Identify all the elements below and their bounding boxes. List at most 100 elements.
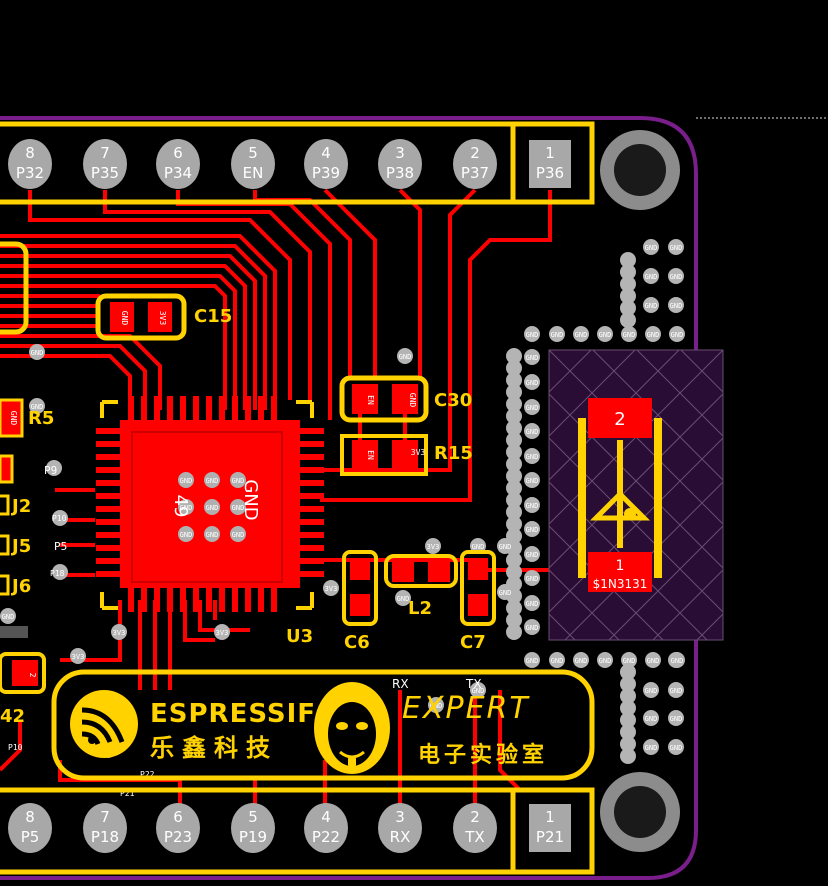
via	[506, 360, 522, 376]
svg-text:GND: GND	[551, 657, 564, 665]
svg-text:3V3: 3V3	[427, 543, 440, 551]
net-p18: P18	[50, 569, 65, 578]
svg-text:GND: GND	[526, 551, 539, 559]
via	[506, 432, 522, 448]
via: GND	[524, 374, 540, 390]
einstein-portrait-icon	[314, 682, 390, 774]
svg-text:GND: GND	[526, 502, 539, 510]
chip-pad-number: 49	[170, 495, 191, 518]
svg-text:GND: GND	[575, 657, 588, 665]
c30-pad-gnd: GND	[408, 393, 417, 408]
via: GND	[597, 652, 613, 668]
via	[620, 700, 636, 716]
svg-text:GND: GND	[575, 331, 588, 339]
chip-thermal-via: GND	[230, 472, 246, 488]
via	[620, 664, 636, 680]
svg-text:GND: GND	[206, 477, 219, 485]
capacitor-c7: C7	[460, 550, 496, 653]
net-p5: P5	[54, 540, 67, 553]
mounting-hole-bottom	[600, 772, 680, 852]
svg-text:GND: GND	[526, 657, 539, 665]
designator-j2: J2	[10, 496, 31, 517]
logo-tx-label: TX	[465, 677, 482, 691]
espressif-logo-icon	[70, 690, 138, 758]
via: 3V3	[214, 624, 230, 640]
via: GND	[524, 497, 540, 513]
via	[620, 736, 636, 752]
svg-text:GND: GND	[206, 504, 219, 512]
via: GND	[524, 652, 540, 668]
designator-c15: C15	[194, 306, 232, 327]
capacitor-c6: C6	[342, 550, 378, 653]
via: GND	[428, 697, 444, 713]
designator-j6: J6	[10, 576, 31, 597]
via	[620, 312, 636, 328]
net-p9: P9	[44, 464, 57, 477]
svg-text:GND: GND	[670, 744, 683, 752]
bottom-pin-name: P21	[536, 828, 564, 846]
via: GND	[643, 268, 659, 284]
via	[506, 480, 522, 496]
top-pin-number: 4	[321, 144, 331, 162]
via-field: GND GND GND GND GND GND GND GND GND GND GND GND GND G…	[0, 239, 685, 764]
via: GND	[621, 652, 637, 668]
bottom-pin-number: 2	[470, 808, 480, 826]
top-pin-name: P35	[91, 164, 119, 182]
via: 3V3	[425, 538, 441, 554]
svg-text:GND: GND	[31, 403, 44, 411]
designator-42: 42	[0, 706, 25, 727]
via: GND	[668, 682, 684, 698]
logo-block: ESPRESSIF 乐鑫科技 EXPERT 电子实验室 RX TX	[51, 669, 595, 781]
svg-text:GND: GND	[526, 331, 539, 339]
capacitor-c15: GND 3V3 C15	[95, 293, 232, 341]
svg-text:GND: GND	[526, 404, 539, 412]
via	[506, 552, 522, 568]
svg-text:GND: GND	[206, 531, 219, 539]
svg-text:3V3: 3V3	[72, 653, 85, 661]
bottom-pin-number: 1	[545, 808, 555, 826]
bottom-pin-name: TX	[464, 828, 484, 846]
via	[620, 264, 636, 280]
capacitor-c30: EN GND C30	[339, 375, 472, 423]
bottom-pin-name: RX	[390, 828, 411, 846]
logo-brand-cn: 乐鑫科技	[150, 734, 278, 762]
chip-thermal-via: GND	[230, 499, 246, 515]
svg-text:GND: GND	[180, 477, 193, 485]
bottom-pin-number: 4	[321, 808, 331, 826]
top-pin-number: 8	[25, 144, 35, 162]
via: GND	[669, 652, 685, 668]
svg-text:GND: GND	[645, 273, 658, 281]
net-p21: P21	[120, 789, 135, 798]
svg-text:GND: GND	[670, 244, 683, 252]
via	[620, 276, 636, 292]
svg-text:GND: GND	[526, 428, 539, 436]
svg-text:GND: GND	[599, 331, 612, 339]
logo-brand: ESPRESSIF	[150, 699, 316, 729]
via	[620, 688, 636, 704]
via	[506, 624, 522, 640]
via: GND	[643, 710, 659, 726]
svg-text:GND: GND	[599, 657, 612, 665]
diode-pin2-label: 2	[614, 409, 625, 430]
designator-r15: R15	[434, 443, 473, 464]
via	[620, 724, 636, 740]
via: GND	[395, 590, 411, 606]
svg-text:GND: GND	[399, 353, 412, 361]
via: GND	[524, 326, 540, 342]
via	[506, 348, 522, 364]
via: GND	[524, 472, 540, 488]
chip-thermal-via: GND	[204, 526, 220, 542]
svg-text:GND: GND	[670, 273, 683, 281]
via: GND	[643, 682, 659, 698]
top-pin-number: 5	[248, 144, 258, 162]
svg-text:GND: GND	[397, 595, 410, 603]
top-pin-name: P37	[461, 164, 489, 182]
designator-c7: C7	[460, 632, 486, 653]
bottom-pin-name: P23	[164, 828, 192, 846]
